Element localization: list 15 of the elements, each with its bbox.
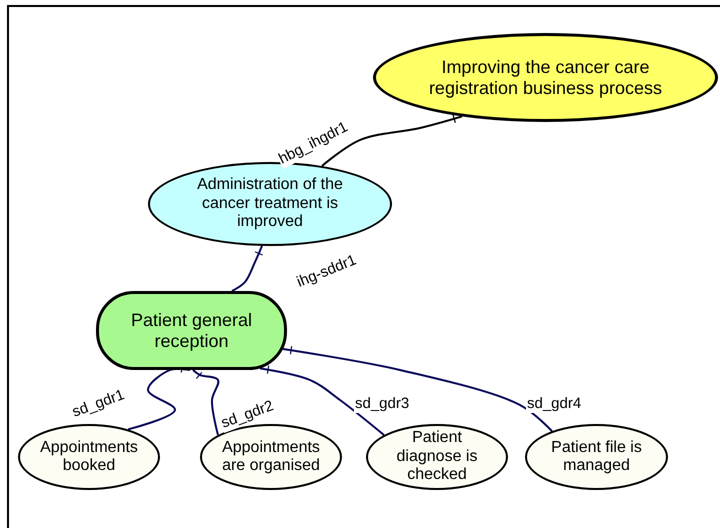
connector-line xyxy=(192,369,220,436)
node-label: Administration of the cancer treatment is improved xyxy=(196,176,344,232)
connector-line xyxy=(260,365,385,436)
connector-line xyxy=(282,346,553,432)
process-box xyxy=(96,291,287,370)
connector-line xyxy=(232,246,264,292)
node-label: Improving the cancer care registration business process xyxy=(428,56,664,98)
connector-line xyxy=(321,114,462,167)
node-label: Patient file is managed xyxy=(550,438,643,476)
node-label: Patient general reception xyxy=(130,310,254,352)
node-label: Patient diagnose is checked xyxy=(396,429,478,485)
edge-label: sd_gdr4 xyxy=(526,396,582,412)
node-label: Appointments booked xyxy=(39,438,139,476)
edge-label: sd_gdr3 xyxy=(354,396,410,412)
node-label: Appointments are organised xyxy=(221,438,321,476)
